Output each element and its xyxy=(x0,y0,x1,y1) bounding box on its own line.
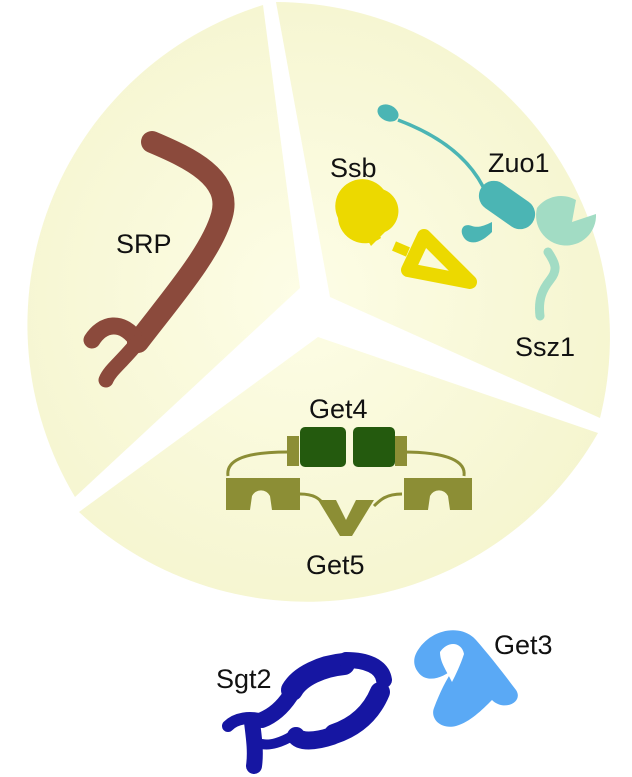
sector-srp xyxy=(27,5,301,497)
label-get3: Get3 xyxy=(494,630,553,660)
sector-ssb-rac xyxy=(276,2,610,418)
get5-connector-left xyxy=(287,436,299,466)
get5-domain-left xyxy=(226,478,300,510)
label-ssb: Ssb xyxy=(330,153,377,183)
get4-subunit-right xyxy=(353,427,395,467)
label-sgt2: Sgt2 xyxy=(216,664,272,694)
get4-subunit-left xyxy=(300,427,346,467)
sector-get xyxy=(79,337,598,602)
zuo1-molecule xyxy=(377,104,536,243)
label-srp: SRP xyxy=(116,229,172,259)
ssb-molecule xyxy=(335,179,477,289)
get3-molecule xyxy=(414,630,518,727)
get4-get5-complex xyxy=(226,427,472,536)
ssz1-molecule xyxy=(535,195,597,321)
get5-domain-right xyxy=(404,478,472,510)
label-get4: Get4 xyxy=(309,394,368,424)
srp-molecule xyxy=(83,131,235,388)
label-ssz1: Ssz1 xyxy=(515,332,575,362)
label-zuo1: Zuo1 xyxy=(488,148,550,178)
sgt2-molecule xyxy=(222,652,392,774)
get5-connector-right xyxy=(395,436,407,466)
get5-v-domain xyxy=(318,500,374,536)
label-get5: Get5 xyxy=(306,550,365,580)
